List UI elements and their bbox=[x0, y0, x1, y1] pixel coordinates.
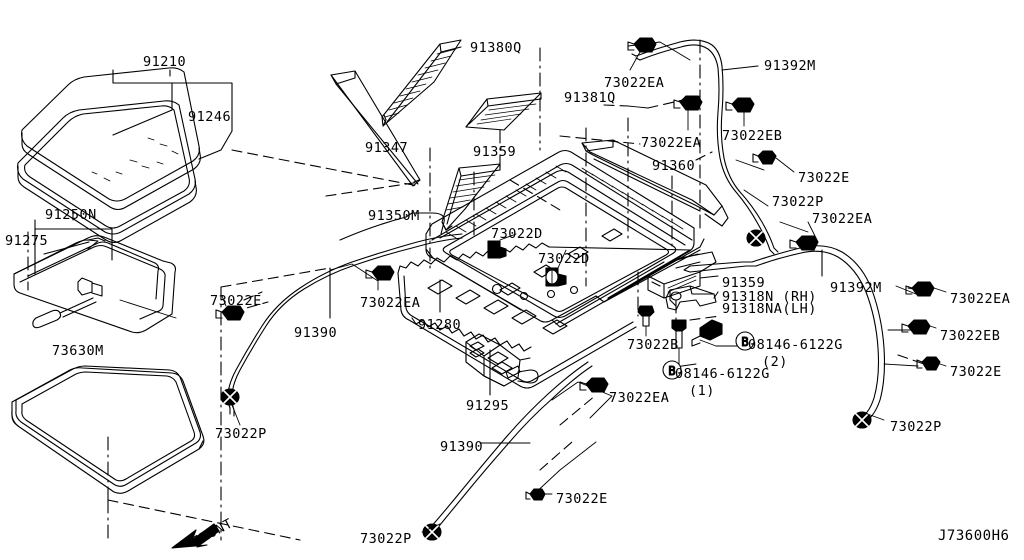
clip-73022e-right bbox=[752, 150, 777, 165]
part-label-91381q: 91381Q bbox=[564, 90, 616, 106]
part-label-73022ea-right: 73022EA bbox=[812, 211, 873, 227]
part-label-73022p-left: 73022P bbox=[215, 426, 267, 442]
clip-73022p-bottom bbox=[422, 523, 442, 541]
part-label-73022e-left: 73022E bbox=[210, 293, 262, 309]
part-drip-tray-91280 bbox=[397, 242, 691, 389]
part-label-91390-bottom: 91390 bbox=[440, 439, 484, 455]
part-trim-91380q bbox=[381, 39, 462, 127]
clip-73022e-left bbox=[215, 305, 245, 321]
part-label-73022d-1: 73022D bbox=[491, 226, 543, 242]
leader-91359-right bbox=[699, 275, 719, 279]
clip-73022e-bottom bbox=[525, 488, 546, 501]
leader-91392m-top bbox=[721, 65, 759, 71]
part-trim-91347 bbox=[330, 70, 421, 187]
part-rail-91359-top bbox=[441, 163, 501, 231]
part-label-91390-left: 91390 bbox=[294, 325, 338, 341]
part-label-73630m: 73630M bbox=[52, 343, 104, 359]
part-label-73022ea-far: 73022EA bbox=[950, 291, 1011, 307]
part-trim-91381q bbox=[465, 92, 542, 131]
part-drain-hose-91392m-top bbox=[631, 39, 779, 255]
part-motor-91295 bbox=[465, 333, 539, 387]
part-label-91246: 91246 bbox=[188, 109, 232, 125]
construction-lines bbox=[27, 39, 701, 541]
part-label-73022ea-bottom: 73022EA bbox=[609, 390, 670, 406]
leader-91350m-curve bbox=[339, 212, 413, 241]
clip-73022e-far bbox=[916, 356, 941, 371]
part-sunshade-91275 bbox=[13, 235, 177, 334]
part-label-91295: 91295 bbox=[466, 398, 510, 414]
svg-text:B: B bbox=[741, 335, 748, 349]
clip-73022d-1 bbox=[487, 240, 507, 259]
part-label-91318na-lh: 91318NA(LH) bbox=[722, 301, 817, 317]
leader-91318n bbox=[713, 291, 719, 299]
clip-73022p-far bbox=[852, 411, 872, 429]
part-sunroof-frame-91350m bbox=[425, 149, 705, 328]
clip-73022ea-bottom bbox=[579, 377, 609, 393]
svg-text:B: B bbox=[668, 364, 675, 378]
part-bracket-91318n bbox=[665, 285, 717, 311]
fastener-callout-08146-6122g-1-qty: (1) bbox=[689, 383, 715, 399]
part-label-91350m: 91350M bbox=[368, 208, 420, 224]
part-label-91392m-top: 91392M bbox=[764, 58, 816, 74]
part-label-73022d-2: 73022D bbox=[538, 251, 590, 267]
fastener-marker-b-1: B bbox=[662, 360, 682, 380]
part-label-73022ea-mid: 73022EA bbox=[641, 135, 702, 151]
part-label-91359-top: 91359 bbox=[473, 144, 517, 160]
clip-73022p-left bbox=[220, 388, 240, 406]
construction-lines-dashed bbox=[107, 95, 933, 541]
part-label-91380q: 91380Q bbox=[470, 40, 522, 56]
fasteners-group bbox=[215, 37, 941, 541]
fastener-marker-b-2: B bbox=[735, 331, 755, 351]
part-label-73022p-far: 73022P bbox=[890, 419, 942, 435]
part-roof-seal-73630m bbox=[11, 365, 205, 494]
part-label-73022e-bottom: 73022E bbox=[556, 491, 608, 507]
part-label-73022eb-far: 73022EB bbox=[940, 328, 1001, 344]
part-label-91250n: 91250N bbox=[45, 207, 97, 223]
diagram-code: J73600H6 bbox=[938, 528, 1010, 544]
part-label-73022eb-top: 73022EB bbox=[722, 128, 783, 144]
part-label-73022ea-top: 73022EA bbox=[604, 75, 665, 91]
part-label-73022e-far: 73022E bbox=[950, 364, 1002, 380]
fastener-callout-08146-6122g-2-qty: (2) bbox=[762, 354, 788, 370]
part-label-73022e-right: 73022E bbox=[798, 170, 850, 186]
part-label-91392m-right: 91392M bbox=[830, 280, 882, 296]
bolt-08146-6122g-2 bbox=[691, 319, 723, 347]
part-label-73022b: 73022B bbox=[627, 337, 679, 353]
part-label-91275: 91275 bbox=[5, 233, 49, 249]
fastener-callout-08146-6122g-1: 08146-6122G bbox=[675, 366, 770, 382]
leader-91350m bbox=[411, 212, 445, 235]
leader-bracket-91250n-91275 bbox=[34, 212, 113, 275]
part-label-91359-right: 91359 bbox=[722, 275, 766, 291]
leader-bracket-91210-91246 bbox=[112, 69, 233, 160]
part-label-91210: 91210 bbox=[143, 54, 187, 70]
front-arrow-icon bbox=[171, 523, 220, 549]
clip-73022ea-mid bbox=[673, 95, 703, 111]
fastener-callout-08146-6122g-2: 08146-6122G bbox=[748, 337, 843, 353]
part-label-91360: 91360 bbox=[652, 158, 696, 174]
part-label-73022ea-left: 73022EA bbox=[360, 295, 421, 311]
part-lid-weatherstrip-91246 bbox=[17, 100, 197, 244]
part-label-91318n-rh: 91318N (RH) bbox=[722, 289, 817, 305]
clip-73022p-right bbox=[746, 229, 766, 247]
part-glass-lid-91210 bbox=[21, 67, 201, 211]
part-label-91347: 91347 bbox=[365, 140, 409, 156]
part-label-73022p-right: 73022P bbox=[772, 194, 824, 210]
part-label-91280: 91280 bbox=[418, 317, 462, 333]
clip-73022eb-top bbox=[725, 97, 755, 113]
part-label-73022p-bottom: 73022P bbox=[360, 531, 412, 547]
